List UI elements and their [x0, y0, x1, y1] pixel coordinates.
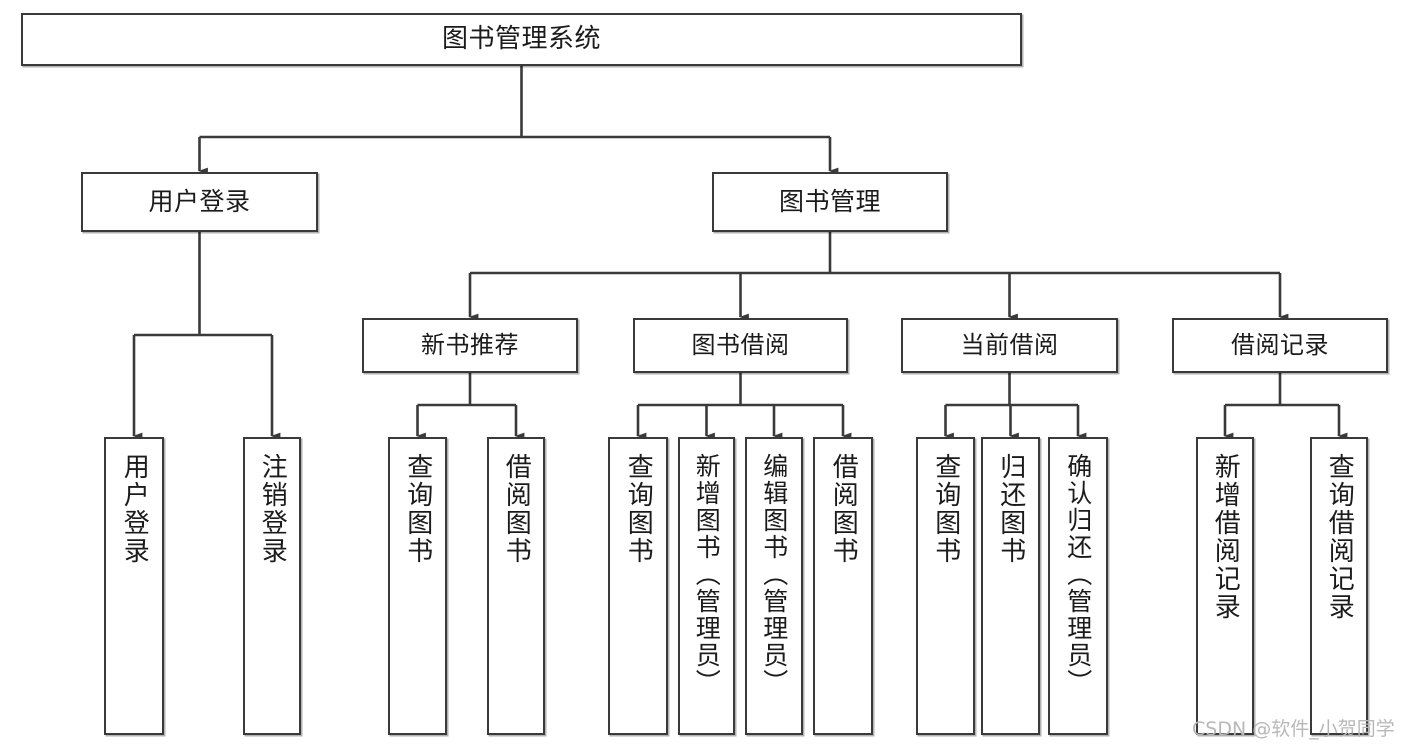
- node-book-manage[interactable]: 图书管理: [712, 172, 948, 232]
- node-book-manage-label: 图书管理: [778, 186, 881, 216]
- node-leaf-query-book-1-label: 查询图书: [402, 453, 433, 565]
- node-current-borrow[interactable]: 当前借阅: [901, 318, 1118, 373]
- node-new-book-recommend[interactable]: 新书推荐: [362, 318, 578, 373]
- node-root[interactable]: 图书管理系统: [21, 13, 1022, 66]
- node-leaf-user-logout[interactable]: 注销登录: [243, 437, 301, 735]
- node-borrow-record-label: 借阅记录: [1231, 330, 1329, 359]
- node-leaf-query-book-1[interactable]: 查询图书: [388, 437, 447, 735]
- node-root-label: 图书管理系统: [441, 23, 601, 54]
- node-leaf-confirm-return[interactable]: 确认归还（管理员）: [1048, 437, 1108, 735]
- node-leaf-query-book-3[interactable]: 查询图书: [916, 437, 975, 735]
- node-leaf-query-book-3-label: 查询图书: [930, 453, 961, 565]
- node-leaf-confirm-return-label: 确认归还（管理员）: [1063, 453, 1093, 696]
- node-leaf-add-record-label: 新增借阅记录: [1210, 453, 1241, 621]
- node-leaf-user-login[interactable]: 用户登录: [104, 437, 164, 735]
- node-current-borrow-label: 当前借阅: [960, 330, 1059, 359]
- node-leaf-add-book-label: 新增图书（管理员）: [692, 453, 722, 696]
- csdn-watermark: CSDN @软件_小贺同学: [1192, 718, 1395, 740]
- node-leaf-query-record[interactable]: 查询借阅记录: [1310, 437, 1368, 735]
- node-leaf-return-book-label: 归还图书: [995, 453, 1026, 565]
- node-leaf-borrow-book-2[interactable]: 借阅图书: [813, 437, 873, 735]
- node-book-borrow[interactable]: 图书借阅: [633, 318, 848, 373]
- node-leaf-borrow-book-1-label: 借阅图书: [501, 453, 532, 565]
- node-user-login-label: 用户登录: [148, 186, 251, 216]
- node-leaf-borrow-book-2-label: 借阅图书: [828, 453, 859, 565]
- node-new-book-recommend-label: 新书推荐: [421, 330, 519, 359]
- node-leaf-add-book[interactable]: 新增图书（管理员）: [678, 437, 735, 735]
- node-leaf-return-book[interactable]: 归还图书: [981, 437, 1040, 735]
- node-borrow-record[interactable]: 借阅记录: [1172, 318, 1388, 373]
- node-leaf-query-book-2[interactable]: 查询图书: [608, 437, 668, 735]
- node-leaf-query-book-2-label: 查询图书: [623, 453, 654, 565]
- node-leaf-query-record-label: 查询借阅记录: [1324, 453, 1355, 621]
- node-leaf-user-login-label: 用户登录: [119, 453, 150, 565]
- node-book-borrow-label: 图书借阅: [691, 330, 790, 359]
- node-leaf-borrow-book-1[interactable]: 借阅图书: [487, 437, 545, 735]
- node-leaf-edit-book[interactable]: 编辑图书（管理员）: [745, 437, 803, 735]
- node-leaf-add-record[interactable]: 新增借阅记录: [1196, 437, 1254, 735]
- node-leaf-edit-book-label: 编辑图书（管理员）: [759, 453, 789, 696]
- node-user-login[interactable]: 用户登录: [81, 172, 318, 232]
- node-leaf-user-logout-label: 注销登录: [257, 453, 288, 565]
